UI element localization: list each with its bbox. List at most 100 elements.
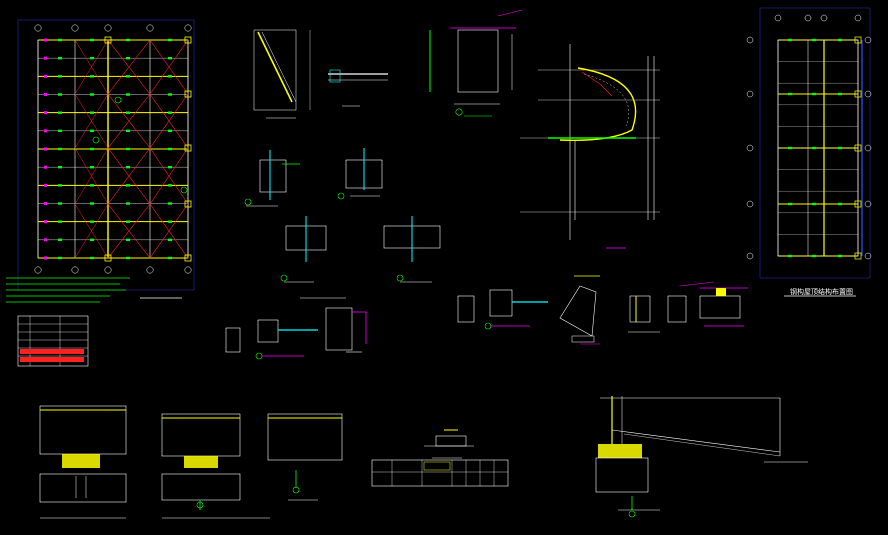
grid-node bbox=[168, 165, 172, 169]
grid-node bbox=[58, 256, 62, 260]
axis-tick-marker bbox=[44, 165, 47, 169]
base-detail-2 bbox=[161, 413, 270, 519]
left-plan-nodes bbox=[58, 36, 192, 262]
grid-node bbox=[58, 220, 62, 223]
grid-node bbox=[126, 75, 130, 78]
axis-tick-marker bbox=[44, 220, 47, 224]
detail-bracket-f bbox=[699, 287, 748, 327]
grid-node bbox=[90, 238, 94, 242]
axis-bubble bbox=[864, 90, 872, 98]
detail-node-2 bbox=[337, 148, 383, 200]
grid-node bbox=[90, 129, 94, 133]
grid-node bbox=[168, 147, 172, 151]
grid-node bbox=[90, 38, 94, 42]
axis-bubble bbox=[34, 24, 42, 32]
grid-node bbox=[58, 38, 62, 42]
brace-line bbox=[74, 93, 109, 149]
axis-bubble bbox=[864, 144, 872, 152]
axis-tick-marker bbox=[44, 238, 47, 242]
axis-bubble bbox=[146, 24, 154, 32]
detail-node-1 bbox=[244, 150, 300, 207]
grid-node bbox=[838, 202, 842, 206]
axis-bubble bbox=[184, 24, 192, 32]
grid-node bbox=[168, 111, 172, 114]
axis-tick-marker bbox=[44, 256, 47, 260]
grid-node bbox=[90, 93, 94, 96]
axis-bubble bbox=[71, 266, 79, 274]
section-marker bbox=[180, 186, 188, 194]
grid-node bbox=[126, 129, 130, 133]
left-plan-axis-bubbles bbox=[34, 24, 192, 274]
grid-node bbox=[788, 254, 792, 258]
grid-node bbox=[168, 220, 172, 223]
axis-bubble bbox=[774, 14, 782, 22]
material-table bbox=[371, 459, 509, 487]
axis-bubble bbox=[746, 36, 754, 44]
axis-tick-marker bbox=[44, 38, 47, 42]
axis-bubble bbox=[104, 266, 112, 274]
grid-node bbox=[126, 111, 130, 114]
grid-node bbox=[788, 146, 792, 150]
curved-elevation-detail[interactable] bbox=[520, 44, 660, 249]
grid-node bbox=[838, 92, 842, 96]
grid-node bbox=[90, 165, 94, 169]
section-marker bbox=[114, 96, 122, 104]
axis-tick-marker bbox=[44, 111, 47, 115]
brace-line bbox=[149, 93, 189, 149]
grid-node bbox=[90, 220, 94, 223]
detail-diagonal-member[interactable] bbox=[253, 29, 311, 119]
column-marker bbox=[104, 36, 112, 44]
left-structural-plan[interactable] bbox=[17, 19, 195, 291]
connection-details-row-1[interactable] bbox=[244, 148, 441, 283]
axis-bubble bbox=[854, 14, 862, 22]
grid-node bbox=[788, 38, 792, 42]
axis-bubble bbox=[804, 14, 812, 22]
right-plan-frame bbox=[759, 7, 871, 279]
axis-tick-marker bbox=[44, 74, 47, 78]
left-plan-horizontal-grid bbox=[38, 39, 188, 259]
connection-details-row-2[interactable] bbox=[225, 275, 748, 360]
left-plan-dimension-ticks bbox=[44, 38, 47, 260]
axis-bubble bbox=[34, 266, 42, 274]
section-marker bbox=[92, 136, 100, 144]
grid-node bbox=[838, 38, 842, 42]
axis-bubble bbox=[746, 144, 754, 152]
base-detail-1 bbox=[39, 405, 127, 519]
detail-node-4 bbox=[383, 216, 441, 283]
column-marker bbox=[184, 200, 192, 208]
grid-node bbox=[168, 202, 172, 205]
detail-bracket-b bbox=[300, 297, 367, 353]
grid-node bbox=[812, 38, 816, 42]
grid-node bbox=[126, 165, 130, 169]
column-marker bbox=[184, 254, 192, 262]
grid-node bbox=[90, 184, 94, 187]
axis-bubble bbox=[104, 24, 112, 32]
grid-node bbox=[126, 202, 130, 205]
column-marker bbox=[104, 254, 112, 262]
grid-node bbox=[168, 38, 172, 42]
anchor-profile-detail bbox=[424, 429, 474, 459]
grid-node bbox=[126, 184, 130, 187]
axis-tick-marker bbox=[44, 183, 47, 187]
grid-node bbox=[58, 75, 62, 78]
grid-node bbox=[126, 93, 130, 96]
right-plan-nodes bbox=[788, 36, 862, 260]
grid-node bbox=[58, 202, 62, 205]
brace-line bbox=[149, 39, 189, 95]
axis-tick-marker bbox=[44, 202, 47, 205]
bottom-base-details[interactable] bbox=[39, 396, 808, 519]
grid-node bbox=[58, 129, 62, 133]
detail-plate-connection[interactable] bbox=[429, 9, 523, 117]
base-detail-3 bbox=[267, 413, 343, 501]
grid-node bbox=[168, 129, 172, 133]
detail-beam-end[interactable] bbox=[328, 69, 388, 107]
grid-node bbox=[168, 93, 172, 96]
grid-node bbox=[90, 111, 94, 114]
right-structural-plan[interactable]: 钢构屋顶结构布置图 bbox=[746, 7, 872, 297]
axis-bubble bbox=[820, 14, 828, 22]
general-notes-block bbox=[6, 277, 182, 303]
axis-tick-marker bbox=[44, 93, 47, 96]
axis-tick-marker bbox=[44, 147, 47, 151]
